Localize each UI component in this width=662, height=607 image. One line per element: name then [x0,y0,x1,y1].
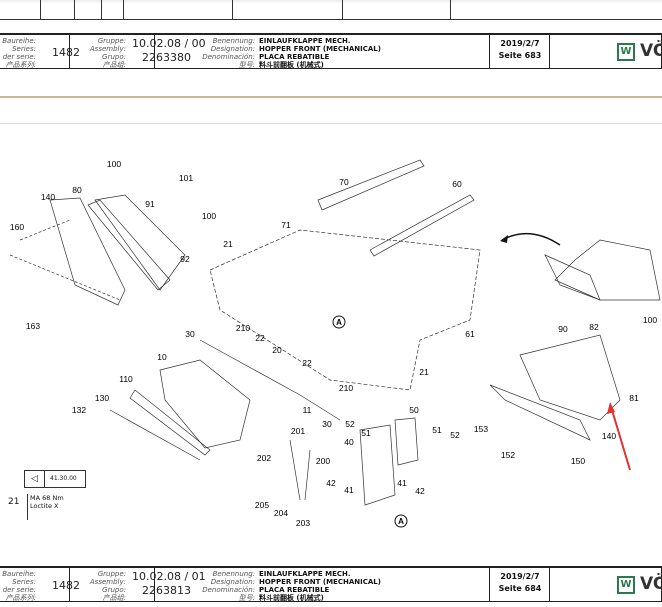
callout-82: 82 [589,322,599,332]
callout-153: 153 [474,424,488,434]
callout-130: 130 [95,393,109,403]
part-10 [159,359,251,449]
callout-42: 42 [326,478,336,488]
callout-41: 41 [344,485,354,495]
brand: VÖ [640,41,662,61]
callout-100: 100 [202,211,216,221]
callout-204: 204 [274,508,288,518]
callout-21: 21 [419,367,429,377]
callout-70: 70 [339,177,349,187]
part-50 [394,417,419,466]
callout-60: 60 [452,179,462,189]
callout-100: 100 [107,159,121,169]
part-150 [489,384,591,441]
part-200 [289,439,311,501]
callout-40: 40 [344,437,354,447]
section-marker [394,514,408,528]
logo: W [617,576,635,594]
callout-41: 41 [397,478,407,488]
page-number: Seite 683 [498,51,542,60]
frame [209,229,481,391]
part-60 [369,194,475,257]
date: 2019/2/7 [500,39,540,48]
callout-140: 140 [41,192,55,202]
callout-90: 90 [558,324,568,334]
callout-101: 101 [179,173,193,183]
assembly-value: 10.02.08 / 00 [132,37,206,50]
callout-52: 52 [345,419,355,429]
page-number: Seite 684 [498,584,542,593]
callout-80: 80 [72,185,82,195]
callout-152: 152 [501,450,515,460]
divider [0,96,662,98]
callout-200: 200 [316,456,330,466]
part-140 [49,197,126,306]
callout-10: 10 [157,352,167,362]
part-92 [94,194,186,291]
callout-163: 163 [26,321,40,331]
callout-205: 205 [255,500,269,510]
callout-210: 210 [339,383,353,393]
section-marker [332,315,346,329]
callout-22: 22 [302,358,312,368]
callout-150: 150 [571,456,585,466]
part-80 [87,199,171,291]
header-top: Baureihe:Gruppe:Benennung:EINLAUFKLAPPE … [0,33,662,69]
callout-30: 30 [185,329,195,339]
part-90 [519,334,621,421]
callout-202: 202 [257,453,271,463]
divider [0,123,662,124]
callout-132: 132 [72,405,86,415]
callout-110: 110 [119,374,133,384]
callout-91: 91 [145,199,155,209]
callout-A: A [336,318,342,327]
red-arrow-icon [611,409,631,471]
callout-A: A [398,517,404,526]
callout-11: 11 [303,405,312,415]
callout-140: 140 [602,431,616,441]
header-bottom: Baureihe:Gruppe:Benennung:EINLAUFKLAPPE … [0,566,662,602]
callout-51: 51 [361,428,371,438]
part-130 [109,409,201,461]
callout-22: 22 [255,333,265,343]
callout-20: 20 [272,345,282,355]
callout-42: 42 [415,486,425,496]
callout-71: 71 [281,220,291,230]
callout-210: 210 [236,323,250,333]
callout-92: 92 [180,254,190,264]
group-value: 2263380 [142,51,191,64]
callout-21: 21 [223,239,233,249]
callout-51: 51 [432,425,442,435]
torque-item-number: 21 [8,497,20,507]
group-value: 2263813 [142,584,191,597]
callout-50: 50 [409,405,419,415]
callout-81: 81 [629,393,639,403]
brand: VÖ [640,574,662,594]
eye-view-icon: ◁ [25,471,45,487]
part-40 [359,424,396,506]
callout-201: 201 [291,426,305,436]
logo: W [617,43,635,61]
part-110 [129,389,211,456]
assembly-value: 10.02.08 / 01 [132,570,206,583]
date: 2019/2/7 [500,572,540,581]
machine-sketch [554,239,661,301]
reference-box: ◁ 41.30.00 [24,470,86,488]
callout-160: 160 [10,222,24,232]
series-value: 1482 [52,579,80,592]
callout-61: 61 [465,329,475,339]
callout-30: 30 [322,419,332,429]
part-70 [317,159,425,211]
callout-203: 203 [296,518,310,528]
top-table-strip [0,0,662,20]
arrow-icon [501,232,561,246]
callout-52: 52 [450,430,460,440]
callout-100: 100 [643,315,657,325]
series-value: 1482 [52,46,80,59]
